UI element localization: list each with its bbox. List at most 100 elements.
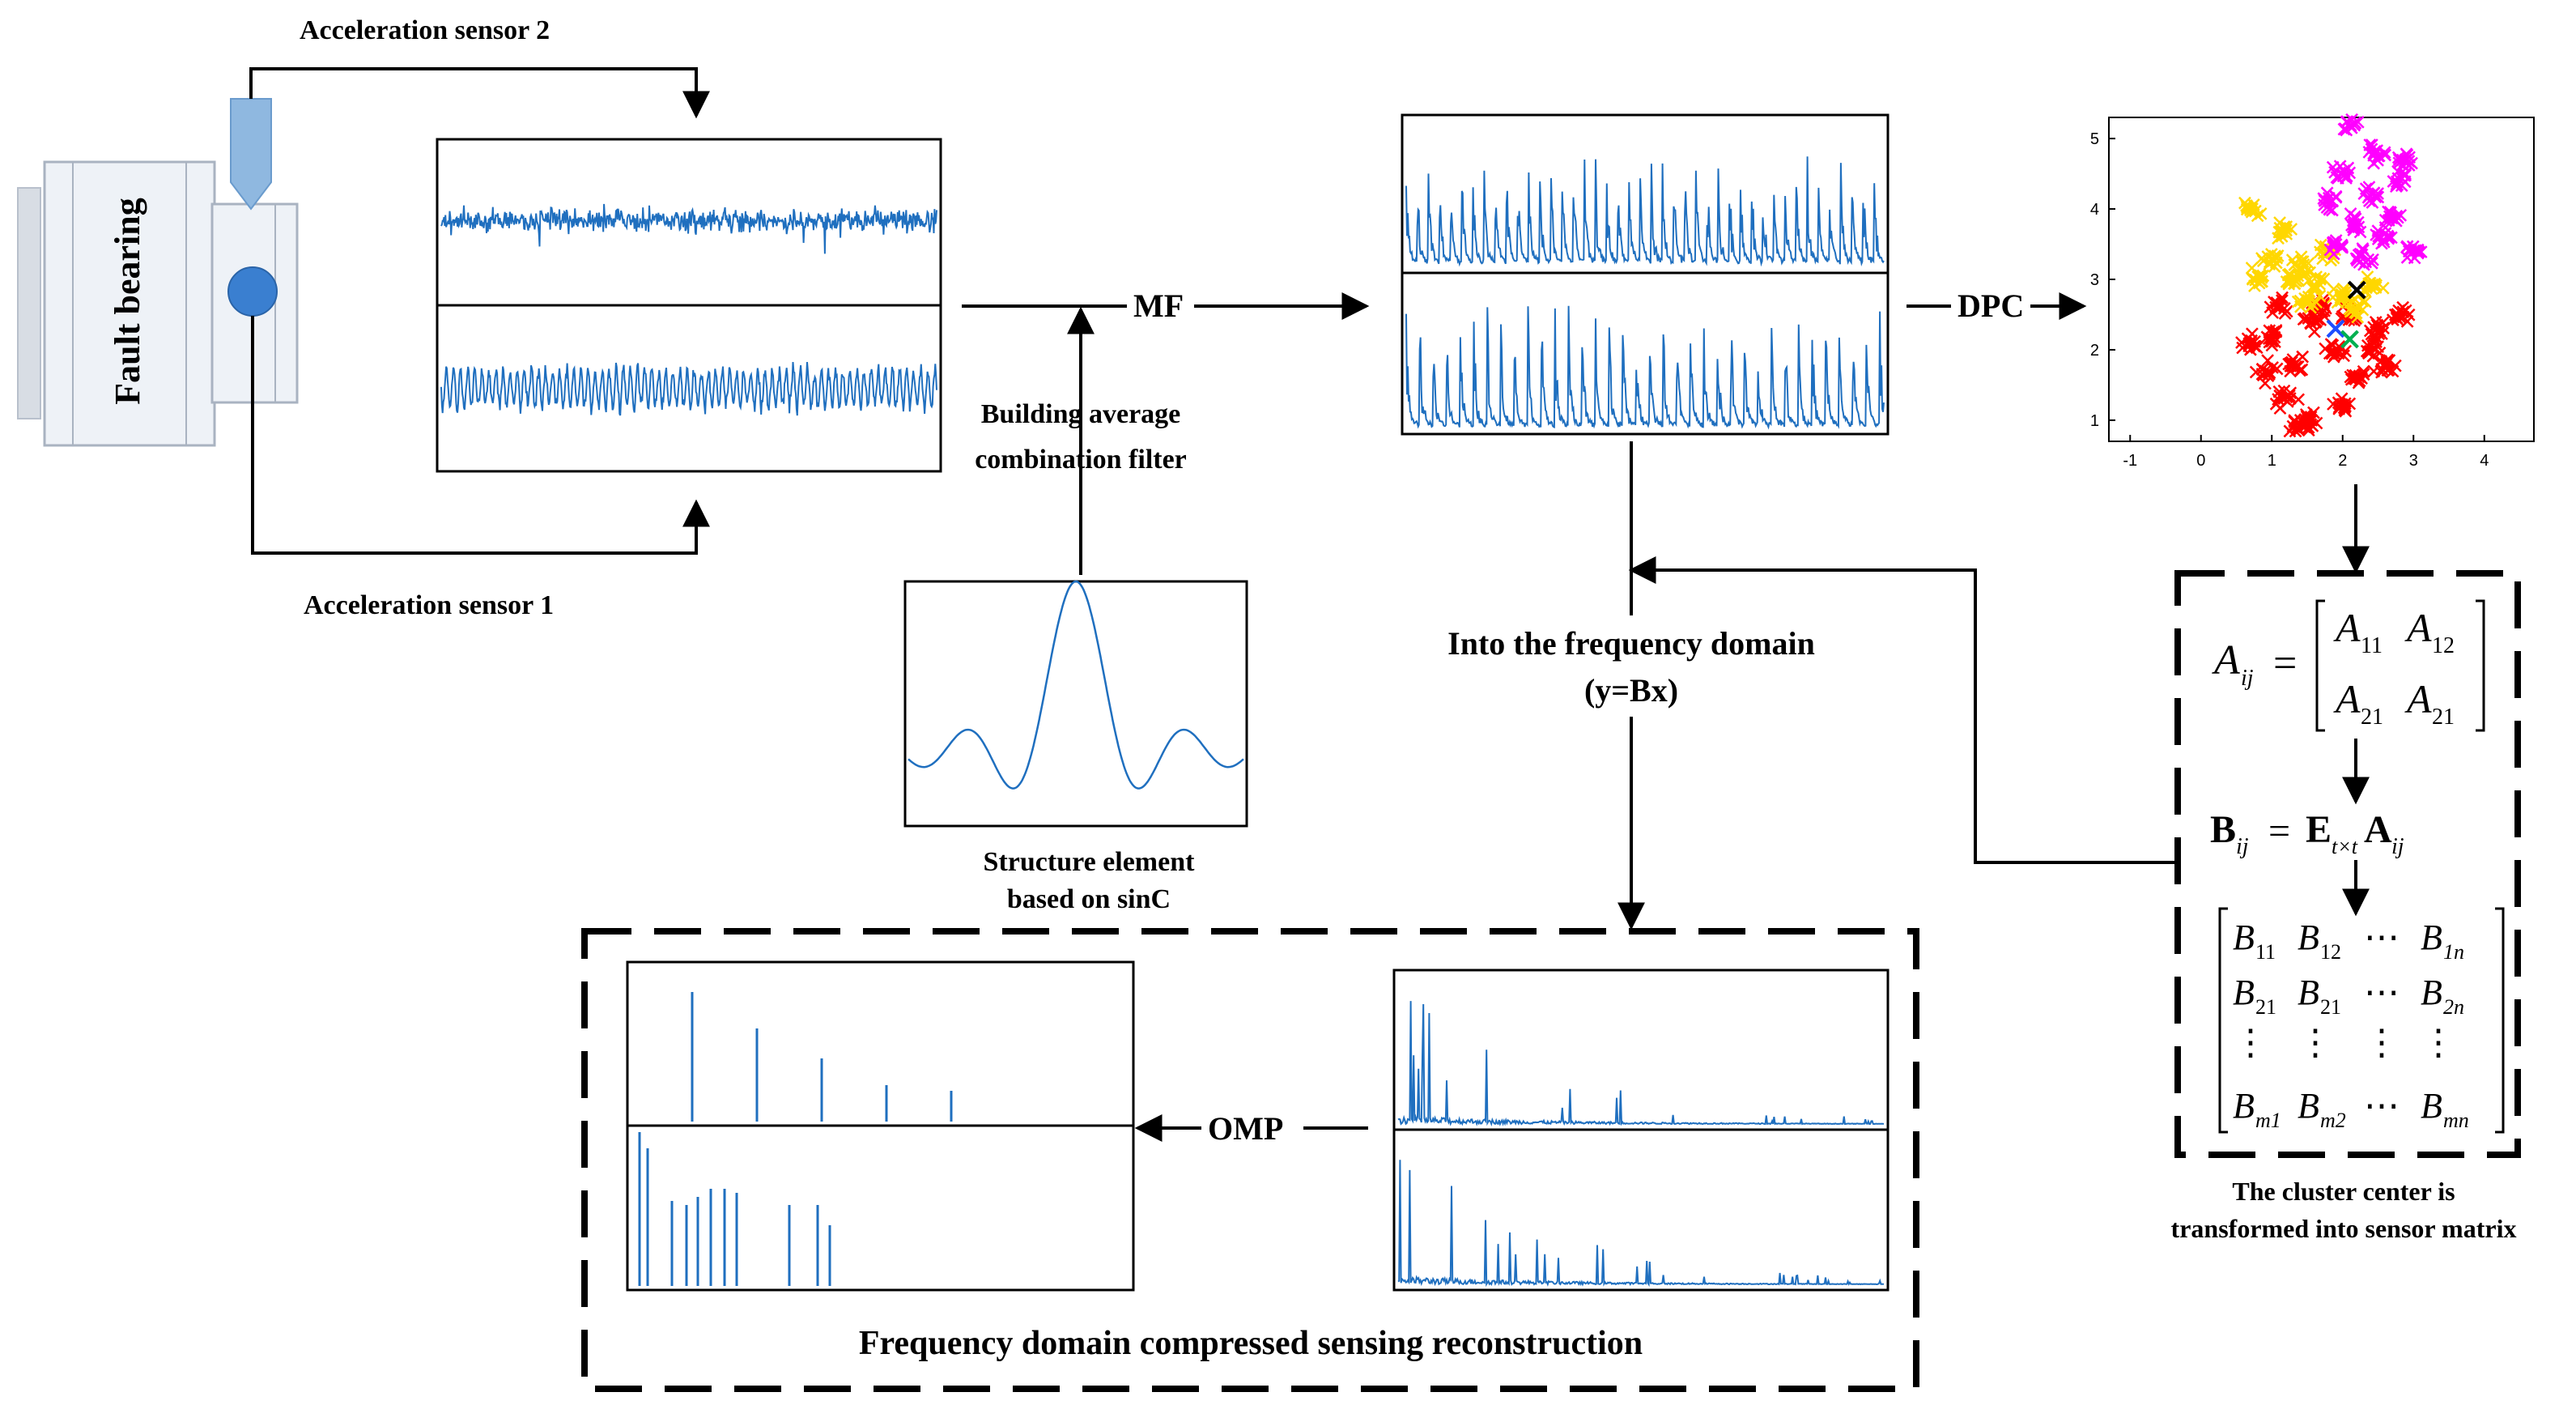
scatter-point bbox=[2391, 172, 2405, 185]
a-matrix-entry: A 12 bbox=[2404, 605, 2455, 658]
scatter-point bbox=[2248, 334, 2261, 348]
a-ij-bold-symbol: A bbox=[2364, 808, 2392, 851]
svg-text:⋮: ⋮ bbox=[2298, 1023, 2333, 1062]
svg-text:A: A bbox=[2404, 605, 2432, 650]
svg-text:m1: m1 bbox=[2255, 1109, 2281, 1132]
y-axis-tick-label: 2 bbox=[2090, 342, 2099, 360]
scatter-point bbox=[2378, 146, 2391, 160]
e-matrix-subscript: t×t bbox=[2332, 835, 2358, 858]
scatter-point bbox=[2375, 236, 2388, 250]
a-matrix-entry: A 21 bbox=[2333, 676, 2383, 730]
filtered-signal-panel bbox=[1401, 113, 1889, 436]
reconstructed-spectrum-top bbox=[691, 992, 953, 1122]
scatter-point bbox=[2361, 253, 2375, 266]
scatter-point bbox=[2349, 373, 2362, 386]
sensor-connectors bbox=[249, 67, 710, 555]
scatter-point bbox=[2366, 253, 2379, 266]
scatter-point bbox=[2329, 189, 2343, 203]
scatter-point bbox=[2245, 262, 2259, 275]
scatter-point bbox=[2400, 147, 2413, 161]
scatter-point bbox=[2326, 160, 2340, 174]
scatter-point bbox=[2345, 113, 2358, 126]
svg-text:A: A bbox=[2333, 676, 2361, 722]
scatter-point bbox=[2251, 209, 2264, 223]
frequency-spectrum-bottom bbox=[1397, 1160, 1885, 1288]
scatter-point bbox=[2270, 362, 2284, 376]
svg-text:1n: 1n bbox=[2443, 940, 2464, 964]
scatter-point bbox=[2400, 251, 2414, 264]
scatter-point bbox=[2365, 138, 2378, 151]
b-matrix-left-bracket bbox=[2218, 907, 2228, 1134]
scatter-point bbox=[2393, 311, 2407, 324]
svg-text:A: A bbox=[2333, 605, 2361, 650]
scatter-point bbox=[2269, 325, 2283, 338]
svg-text:⋮: ⋮ bbox=[2233, 1023, 2268, 1062]
raw-signal-sensor-1-trace bbox=[440, 362, 937, 416]
scatter-point bbox=[2289, 357, 2302, 370]
scatter-point bbox=[2339, 344, 2353, 358]
b-matrix-right-bracket bbox=[2495, 907, 2505, 1134]
scatter-point bbox=[2343, 166, 2357, 180]
scatter-point bbox=[2356, 242, 2370, 255]
building-filter-label-1: Building average bbox=[981, 399, 1181, 429]
fault-bearing-assembly: Fault bearing bbox=[17, 98, 299, 447]
scatter-point bbox=[2269, 300, 2283, 314]
a-ij-subscript: ij bbox=[2241, 666, 2254, 691]
scatter-point bbox=[2276, 291, 2289, 304]
scatter-point bbox=[2285, 253, 2299, 267]
cluster-center-label-2: transformed into sensor matrix bbox=[2171, 1214, 2517, 1243]
scatter-point bbox=[2284, 364, 2298, 378]
fault-bearing-label: Fault bearing bbox=[108, 198, 147, 404]
reconstruction-box: OMP Frequency domain compressed sensing … bbox=[581, 928, 1919, 1392]
svg-text:21: 21 bbox=[2320, 995, 2341, 1019]
building-filter-label-2: combination filter bbox=[975, 445, 1187, 475]
scatter-point bbox=[2304, 316, 2317, 330]
raw-signal-sensor-2-trace bbox=[440, 203, 937, 254]
scatter-point bbox=[2305, 281, 2319, 294]
scatter-point bbox=[2294, 250, 2308, 263]
scatter-point bbox=[2363, 324, 2377, 338]
svg-text:11: 11 bbox=[2361, 633, 2383, 658]
x-axis-tick-label: 1 bbox=[2268, 452, 2276, 470]
svg-text:B: B bbox=[2233, 973, 2255, 1012]
y-axis-tick-label: 3 bbox=[2090, 271, 2099, 289]
scatter-point bbox=[2331, 296, 2344, 309]
sinc-curve bbox=[908, 580, 1244, 790]
scatter-point bbox=[2323, 243, 2337, 257]
scatter-point bbox=[2313, 245, 2327, 259]
scatter-point bbox=[2290, 272, 2304, 286]
scatter-point bbox=[2277, 392, 2291, 405]
scatter-point bbox=[2249, 339, 2262, 353]
svg-text:B: B bbox=[2421, 973, 2442, 1012]
a-ij-symbol: A bbox=[2212, 637, 2240, 683]
a-equals-sign: = bbox=[2273, 641, 2297, 687]
scatter-point bbox=[2263, 335, 2276, 349]
svg-text:B: B bbox=[2421, 1086, 2442, 1126]
scatter-point bbox=[2323, 202, 2336, 216]
scatter-point bbox=[2269, 397, 2283, 411]
b-matrix-entry: ⋯ bbox=[2364, 973, 2400, 1012]
svg-text:B: B bbox=[2233, 918, 2255, 957]
omp-label: OMP bbox=[1208, 1110, 1283, 1147]
scatter-point bbox=[2400, 314, 2414, 328]
frequency-domain-label-2: (y=Bx) bbox=[1584, 672, 1678, 709]
b-matrix-entry: ⋯ bbox=[2364, 1086, 2400, 1126]
acceleration-sensor-2-icon bbox=[230, 98, 272, 211]
scatter-point bbox=[2266, 252, 2280, 266]
scatter-point bbox=[2292, 422, 2305, 436]
scatter-point bbox=[2291, 295, 2305, 309]
a-matrix-entry: A 11 bbox=[2333, 605, 2383, 658]
scatter-point bbox=[2245, 205, 2259, 219]
scatter-point bbox=[2385, 231, 2398, 245]
b-matrix-entry: ⋮ bbox=[2298, 1023, 2333, 1062]
b-matrix-entry: ⋮ bbox=[2233, 1023, 2268, 1062]
